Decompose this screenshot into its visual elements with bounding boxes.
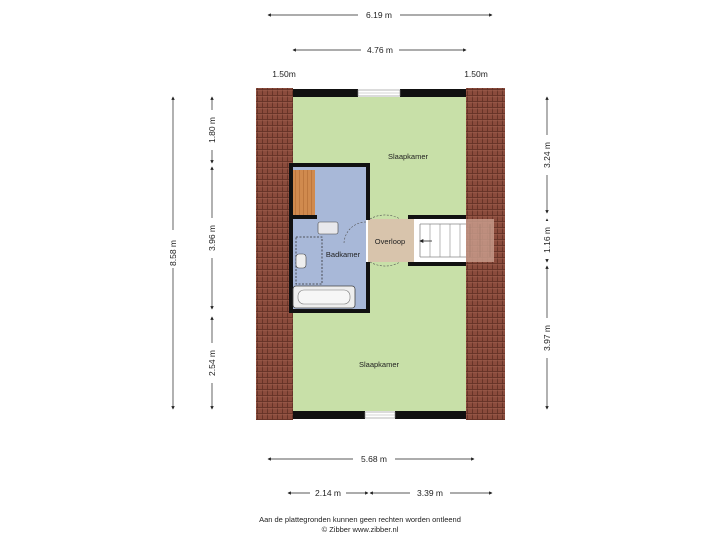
wood-storage — [293, 170, 315, 216]
roof-left — [256, 88, 293, 420]
bathroom-fixtures — [292, 221, 356, 309]
landing-floor — [368, 219, 414, 262]
dim-right-top: 3.24 m — [542, 142, 552, 168]
room-label-bathroom: Badkamer — [326, 250, 361, 259]
dim-top-total: 6.19 m — [366, 10, 392, 20]
dim-bottom-total: 5.68 m — [361, 454, 387, 464]
dim-right-mid: 1.16 m — [542, 227, 552, 253]
staircase — [414, 219, 494, 262]
dim-left-bottom: 2.54 m — [207, 350, 217, 376]
room-label-bedroom-bottom: Slaapkamer — [359, 360, 400, 369]
walls — [289, 89, 466, 419]
dim-roof-left: 1.50m — [272, 69, 296, 79]
dim-top-inner: 4.76 m — [367, 45, 393, 55]
footer-copyright: © Zibber www.zibber.nl — [321, 525, 399, 534]
dim-right-bottom: 3.97 m — [542, 325, 552, 351]
dim-left-total: 8.58 m — [168, 240, 178, 266]
windows — [357, 89, 401, 419]
room-label-bedroom-top: Slaapkamer — [388, 152, 429, 161]
dim-roof-right: 1.50m — [464, 69, 488, 79]
footer-disclaimer: Aan de plattegronden kunnen geen rechten… — [259, 515, 461, 524]
dim-left-top: 1.80 m — [207, 117, 217, 143]
dim-bottom-left: 2.14 m — [315, 488, 341, 498]
dim-left-mid: 3.96 m — [207, 225, 217, 251]
door-swings — [343, 214, 401, 267]
dim-bottom-right: 3.39 m — [417, 488, 443, 498]
room-label-landing: Overloop — [375, 237, 405, 246]
